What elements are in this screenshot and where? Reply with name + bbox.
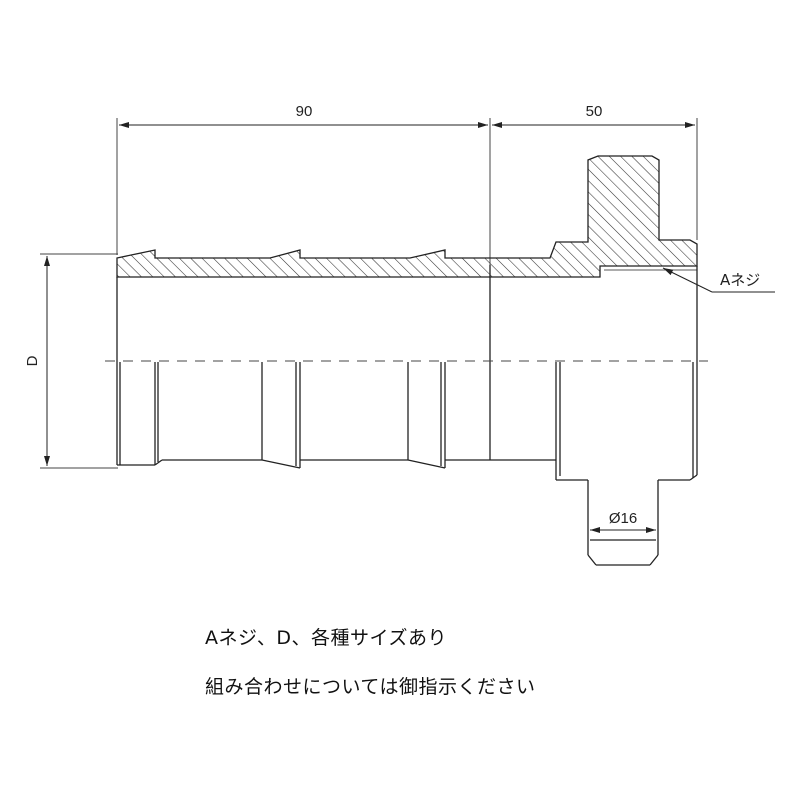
dimension-o16: Ø16 <box>590 510 656 533</box>
extension-lines <box>40 118 698 469</box>
dimension-90: 90 <box>119 103 488 128</box>
thread-callout-text: Aネジ <box>720 271 760 289</box>
dimension-d-text: D <box>24 355 41 366</box>
dimension-50-text: 50 <box>586 103 603 120</box>
dimension-50: 50 <box>492 103 695 128</box>
note-sizes: Aネジ、D、各種サイズあり <box>205 627 447 649</box>
hatched-section <box>116 155 698 278</box>
dimension-o16-text: Ø16 <box>609 510 637 527</box>
note-combination: 組み合わせについては御指示ください <box>205 676 536 698</box>
dimension-90-text: 90 <box>296 103 313 120</box>
thread-callout: Aネジ <box>662 267 775 293</box>
dimension-d: D <box>24 256 50 466</box>
body-outline <box>116 265 698 566</box>
